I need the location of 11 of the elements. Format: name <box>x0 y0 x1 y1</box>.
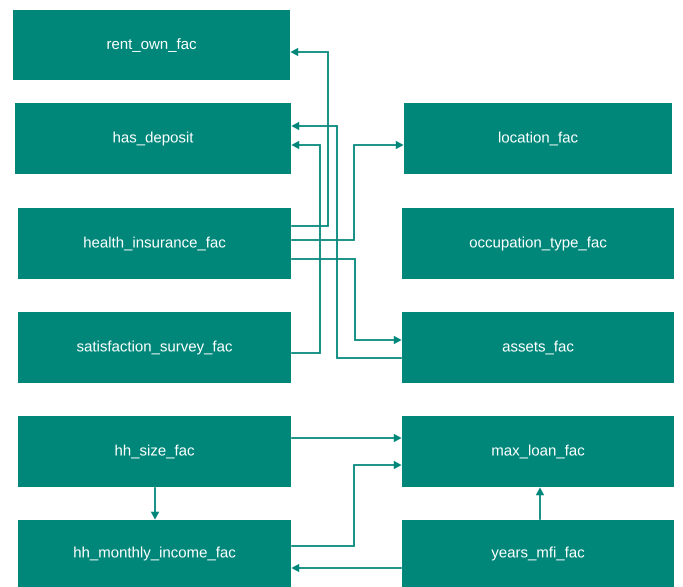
process-box: assets_fac <box>402 312 674 383</box>
process-box: rent_own_fac <box>13 10 290 80</box>
process-box: location_fac <box>404 103 672 174</box>
process-box: max_loan_fac <box>402 416 674 487</box>
process-box: years_mfi_fac <box>402 520 674 587</box>
process-box: occupation_type_fac <box>402 208 674 279</box>
process-box: hh_monthly_income_fac <box>18 520 291 587</box>
process-box: satisfaction_survey_fac <box>18 312 291 383</box>
process-box: hh_size_fac <box>18 416 291 487</box>
process-box: has_deposit <box>15 103 291 174</box>
process-box: health_insurance_fac <box>18 208 291 279</box>
